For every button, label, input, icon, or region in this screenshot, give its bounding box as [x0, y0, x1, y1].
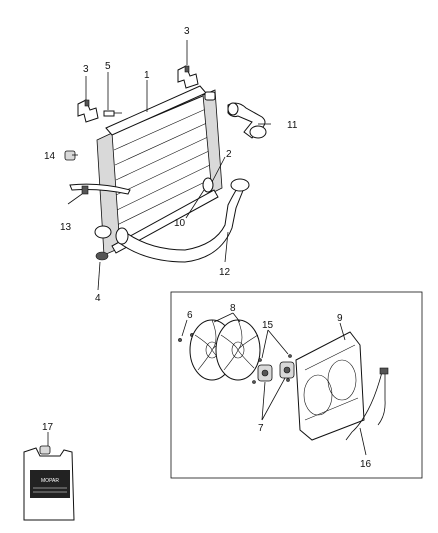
upper-bracket-right — [177, 65, 199, 89]
callout-16: 16 — [360, 459, 372, 470]
motor-screws — [252, 354, 292, 384]
callout-5: 5 — [105, 61, 111, 72]
bolt — [103, 110, 122, 117]
callout-11: 11 — [287, 120, 298, 131]
callout-3-left: 3 — [83, 64, 89, 75]
clip — [64, 150, 76, 161]
callout-15: 15 — [262, 320, 274, 331]
coolant-jug: MOPAR — [23, 445, 75, 521]
callout-14: 14 — [44, 151, 56, 162]
fan-motor-1 — [257, 364, 273, 382]
jug-brand-label: MOPAR — [41, 478, 59, 484]
callout-12: 12 — [219, 267, 231, 278]
callouts: 3 3 5 1 11 2 14 13 10 12 4 6 8 15 9 7 16… — [42, 26, 372, 470]
wiring-harness — [345, 367, 389, 441]
callout-9: 9 — [337, 313, 343, 324]
callout-8: 8 — [230, 303, 236, 314]
fan-blade-2 — [215, 319, 261, 381]
callout-2: 2 — [226, 149, 232, 160]
callout-17: 17 — [42, 422, 54, 433]
radiator — [94, 85, 223, 261]
upper-radiator-hose — [227, 102, 267, 139]
callout-10: 10 — [174, 218, 186, 229]
upper-bracket-left — [77, 99, 99, 123]
callout-4: 4 — [95, 293, 101, 304]
callout-7: 7 — [258, 423, 264, 434]
callout-3-right: 3 — [184, 26, 190, 37]
callout-1: 1 — [144, 70, 150, 81]
leader-lines — [47, 40, 367, 456]
lower-radiator-hose — [115, 178, 250, 263]
cooler-line — [69, 183, 131, 195]
fan-motor-2 — [279, 361, 295, 379]
callout-6: 6 — [187, 310, 193, 321]
fan-assembly-frame — [170, 291, 423, 479]
callout-13: 13 — [60, 222, 72, 233]
clamp — [202, 177, 214, 193]
fan-shroud — [295, 331, 365, 441]
